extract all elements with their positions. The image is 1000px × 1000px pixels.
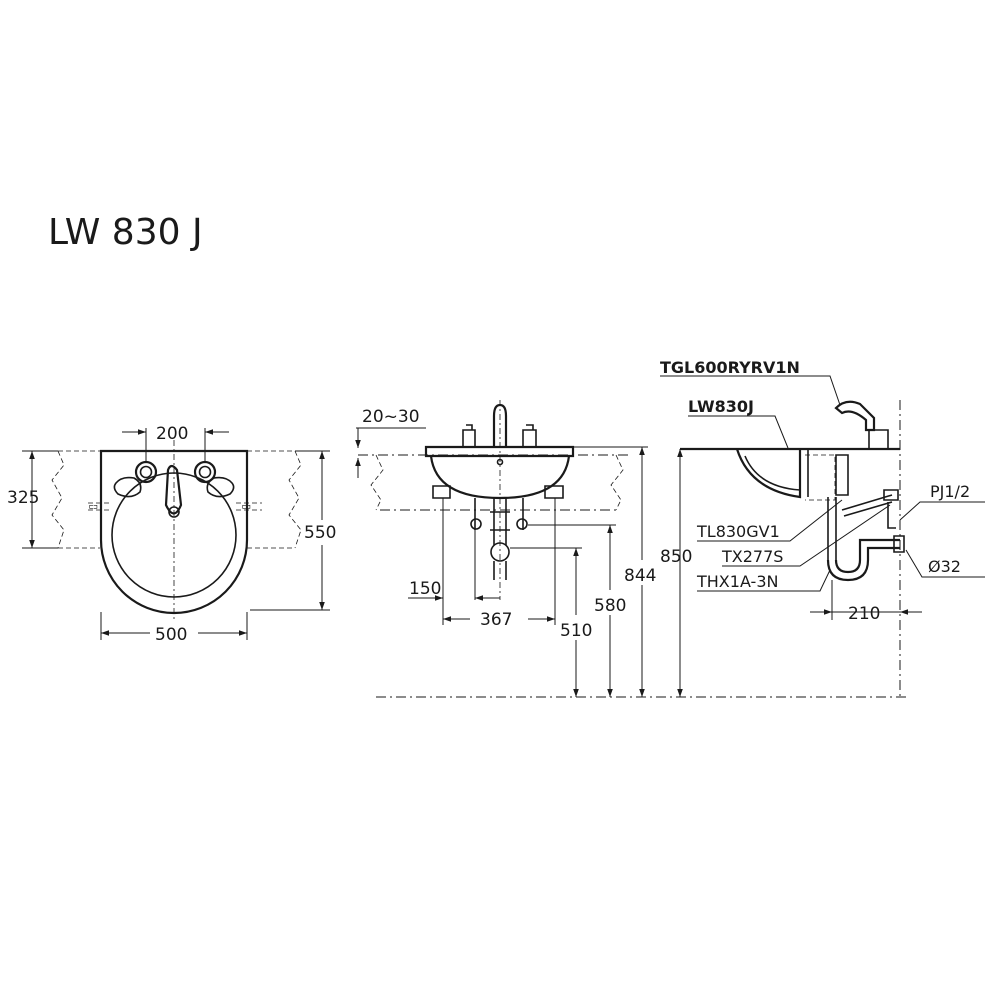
label-drain-dia: Ø32 xyxy=(928,557,961,576)
dim-bracket-spacing: 367 xyxy=(480,610,512,630)
front-view: ⊏⊐ ⊏⊐ 200 325 550 500 xyxy=(7,424,336,645)
wall-line-bottom xyxy=(58,450,295,549)
drain-tail-section xyxy=(827,497,837,560)
dim-counter-thickness: 20~30 xyxy=(362,407,420,427)
label-hose: THX1A-3N xyxy=(696,572,778,591)
right-hanger-recess xyxy=(206,476,235,498)
faucet-section xyxy=(834,400,876,432)
basin-bowl-section xyxy=(735,448,802,499)
label-faucet: TGL600RYRV1N xyxy=(660,358,800,377)
faucet-side xyxy=(492,403,508,447)
side-view: 20~30 150 367 510 580 844 xyxy=(355,400,910,698)
dim-supply-height: 580 xyxy=(594,596,626,616)
basin-outline-front xyxy=(99,449,249,615)
svg-text:⊏⊐: ⊏⊐ xyxy=(89,503,97,511)
left-hanger-recess xyxy=(113,476,142,498)
wall-break-left xyxy=(51,450,65,549)
svg-text:⊏⊐: ⊏⊐ xyxy=(242,503,250,511)
label-trap: TX277S xyxy=(721,547,783,566)
dim-rim-height-side: 844 xyxy=(624,566,656,586)
dim-hole-spacing: 200 xyxy=(156,424,188,444)
p-trap-section xyxy=(826,546,900,582)
left-bracket-side xyxy=(432,485,451,499)
valve-handle-section xyxy=(868,429,889,450)
right-bracket-side xyxy=(544,485,564,499)
basin-bowl-side xyxy=(429,455,571,500)
dim-hose-offset: 150 xyxy=(409,579,441,599)
side-break-right xyxy=(610,454,624,511)
dim-total-height: 550 xyxy=(304,523,336,543)
label-basin: LW830J xyxy=(688,397,754,416)
right-valve-handle xyxy=(522,424,537,448)
supply-hoses xyxy=(474,498,524,530)
dim-width: 500 xyxy=(155,625,187,645)
dim-drain-offset: 210 xyxy=(848,604,880,624)
section-view: TGL600RYRV1N LW830J PJ1/2 TL830GV1 TX277… xyxy=(660,358,985,697)
left-valve-handle xyxy=(462,424,476,448)
label-valve: TL830GV1 xyxy=(696,522,780,541)
left-bracket xyxy=(88,502,112,511)
dim-hanger-height: 325 xyxy=(7,488,39,508)
model-title: LW 830 J xyxy=(48,212,203,253)
dim-rim-height-section: 850 xyxy=(660,547,692,567)
valve-body-section xyxy=(835,454,849,496)
side-break-left xyxy=(370,454,384,511)
dim-trap-height: 510 xyxy=(560,621,592,641)
label-supply-thread: PJ1/2 xyxy=(930,482,970,501)
drain-pipe-side xyxy=(493,498,507,545)
wall-break-right xyxy=(288,450,302,549)
right-bracket xyxy=(236,502,262,511)
